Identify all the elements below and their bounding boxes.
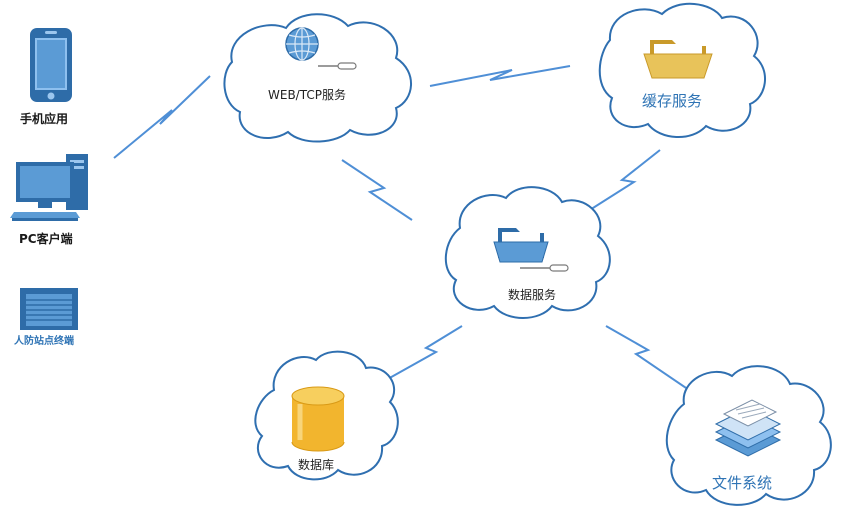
terminal-icon — [20, 288, 78, 330]
pc-computer-icon — [10, 154, 88, 221]
link-data-files — [605, 325, 693, 393]
mobile-phone-icon — [30, 28, 72, 102]
folder-icon-cache — [643, 40, 713, 79]
cloud-web — [223, 13, 412, 143]
database-label: 数据库 — [298, 458, 335, 472]
link-clients-web — [113, 75, 211, 159]
cache-service-label: 缓存服务 — [642, 92, 703, 110]
web-service-label: WEB/TCP服务 — [268, 88, 346, 102]
mobile-app-label: 手机应用 — [20, 112, 69, 126]
data-service-label: 数据服务 — [508, 288, 557, 302]
link-web-cache — [429, 65, 571, 87]
link-data-database — [385, 325, 463, 381]
file-stack-icon — [714, 399, 782, 457]
pc-client-label: PC客户端 — [19, 232, 73, 246]
link-web-data — [341, 159, 413, 221]
terminal-label: 人防站点终端 — [14, 336, 74, 347]
link-cache-data — [573, 149, 661, 221]
globe-icon — [285, 27, 357, 70]
database-icon — [291, 386, 345, 452]
file-system-label: 文件系统 — [712, 474, 773, 492]
folder-icon-data — [493, 228, 569, 272]
